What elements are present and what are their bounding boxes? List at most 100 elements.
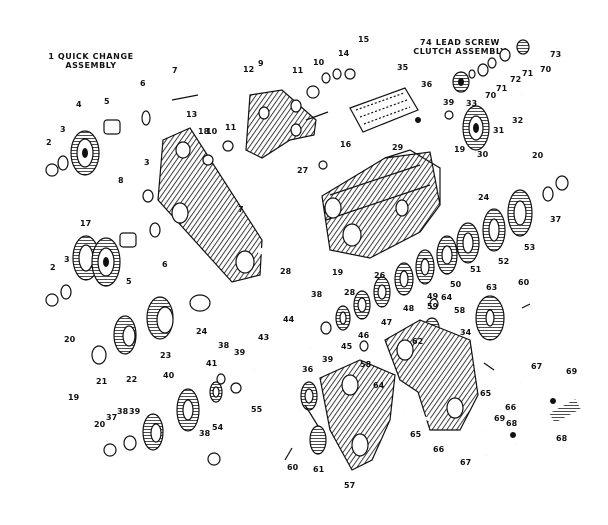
callout-23: 23 xyxy=(160,351,171,360)
callout-8: 8 xyxy=(118,176,124,185)
gear-49 xyxy=(415,249,435,285)
callout-5: 5 xyxy=(126,277,132,286)
callout-52: 52 xyxy=(498,257,509,266)
callout-60: 60 xyxy=(518,278,530,287)
callout-57: 57 xyxy=(344,481,355,490)
callout-45: 45 xyxy=(341,342,353,351)
callout-33: 33 xyxy=(466,99,477,108)
callout-32: 32 xyxy=(512,116,523,125)
callout-49: 49 xyxy=(427,292,439,301)
callout-48: 48 xyxy=(403,304,415,313)
callout-5: 5 xyxy=(104,97,110,106)
callout-37: 37 xyxy=(550,215,561,224)
gear-4 xyxy=(70,130,100,176)
callout-66: 66 xyxy=(433,445,445,454)
callout-65: 65 xyxy=(480,389,492,398)
gear-56 xyxy=(300,381,318,411)
callout-20: 20 xyxy=(64,335,76,344)
callout-13: 13 xyxy=(186,110,197,119)
callout-67: 67 xyxy=(460,458,471,467)
gear-48 xyxy=(394,262,414,296)
callout-59: 59 xyxy=(427,302,439,311)
callout-28: 28 xyxy=(344,288,356,297)
callout-39: 39 xyxy=(234,348,246,357)
callout-31: 31 xyxy=(493,126,505,135)
callout-34: 34 xyxy=(460,328,472,337)
callout-22: 22 xyxy=(126,375,137,384)
callout-18: 18 xyxy=(198,127,210,136)
callout-3: 3 xyxy=(64,255,70,264)
callout-71: 71 xyxy=(496,84,508,93)
title-lead-screw-clutch-assembly: 74 LEAD SCREW CLUTCH ASSEMBLY xyxy=(413,38,507,56)
callout-58: 58 xyxy=(360,360,372,369)
callout-68: 68 xyxy=(556,434,568,443)
callout-12: 12 xyxy=(243,65,254,74)
callout-62: 62 xyxy=(412,337,423,346)
callout-67: 67 xyxy=(531,362,542,371)
callout-39: 39 xyxy=(322,355,334,364)
callout-29: 29 xyxy=(392,143,404,152)
callout-65: 65 xyxy=(410,430,422,439)
callout-71: 71 xyxy=(522,69,534,78)
callout-4: 4 xyxy=(76,100,82,109)
callout-53: 53 xyxy=(524,243,535,252)
callout-38: 38 xyxy=(117,407,129,416)
callout-70: 70 xyxy=(540,65,552,74)
gear-63 xyxy=(475,295,505,341)
gear-50 xyxy=(436,235,458,275)
callout-24: 24 xyxy=(196,327,208,336)
callout-14: 14 xyxy=(338,49,350,58)
gear-40 xyxy=(176,388,200,432)
callout-2: 2 xyxy=(50,263,56,272)
callout-50: 50 xyxy=(450,280,462,289)
callout-72: 72 xyxy=(510,75,521,84)
callout-19: 19 xyxy=(68,393,80,402)
callout-69: 69 xyxy=(494,414,506,423)
callout-38: 38 xyxy=(218,341,230,350)
callout-38: 38 xyxy=(199,429,211,438)
bracket-18 xyxy=(157,127,263,283)
callout-27: 27 xyxy=(297,166,308,175)
callout-15: 15 xyxy=(358,35,370,44)
callout-28: 28 xyxy=(280,267,292,276)
callout-10: 10 xyxy=(313,58,325,67)
callout-3: 3 xyxy=(60,125,66,134)
callout-11: 11 xyxy=(292,66,304,75)
callout-36: 36 xyxy=(302,365,314,374)
callout-labels: 9 12 7 6 5 4 3 2 13 10 11 11 10 14 15 35… xyxy=(46,35,578,490)
callout-24: 24 xyxy=(478,193,490,202)
bracket-12 xyxy=(245,89,317,159)
callout-43: 43 xyxy=(258,333,269,342)
callout-20: 20 xyxy=(94,420,106,429)
callout-36: 36 xyxy=(421,80,433,89)
callout-6: 6 xyxy=(140,79,146,88)
callout-19: 19 xyxy=(454,145,466,154)
gear-47 xyxy=(373,276,391,308)
callout-19: 19 xyxy=(332,268,344,277)
callout-64: 64 xyxy=(373,381,385,390)
callout-64: 64 xyxy=(441,293,453,302)
bracket-57 xyxy=(319,359,396,471)
callout-26: 26 xyxy=(374,271,386,280)
gear-22 xyxy=(113,315,137,355)
gear-61 xyxy=(304,404,327,455)
callout-63: 63 xyxy=(486,283,497,292)
callout-10: 10 xyxy=(206,127,218,136)
gear-53 xyxy=(507,189,533,237)
callout-69: 69 xyxy=(566,367,578,376)
callout-54: 54 xyxy=(212,423,224,432)
callout-38: 38 xyxy=(311,290,323,299)
callout-39: 39 xyxy=(443,98,455,107)
gear-housing-29 xyxy=(321,149,441,259)
callout-40: 40 xyxy=(163,371,175,380)
shafts xyxy=(171,93,581,461)
callout-21: 21 xyxy=(96,377,108,386)
callout-6: 6 xyxy=(162,260,168,269)
callout-55: 55 xyxy=(251,405,263,414)
callout-66: 66 xyxy=(505,403,517,412)
callout-3: 3 xyxy=(144,158,150,167)
callout-7: 7 xyxy=(172,66,178,75)
small-parts xyxy=(45,68,569,466)
